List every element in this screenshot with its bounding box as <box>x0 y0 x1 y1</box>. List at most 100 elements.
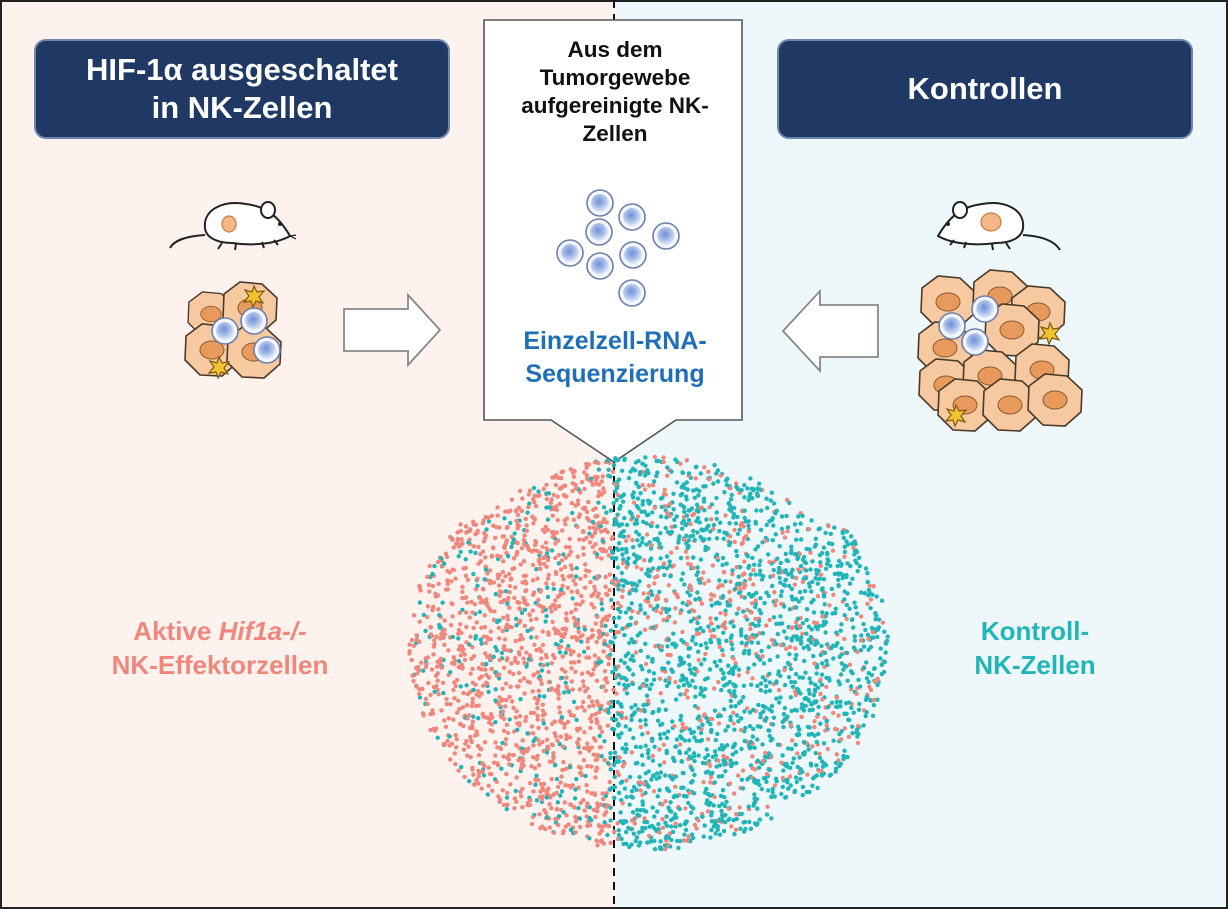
umap-point <box>530 814 536 820</box>
umap-point <box>728 485 733 491</box>
umap-point <box>460 541 465 546</box>
umap-point <box>879 671 884 677</box>
umap-point <box>856 707 862 712</box>
umap-point <box>690 634 696 640</box>
umap-point <box>661 455 666 460</box>
umap-point <box>657 788 662 793</box>
umap-point <box>593 588 598 593</box>
umap-point <box>544 496 549 502</box>
umap-point <box>559 789 565 794</box>
umap-point <box>868 687 874 693</box>
umap-point <box>763 538 768 544</box>
umap-point <box>659 545 664 550</box>
umap-point <box>563 680 568 685</box>
umap-point <box>679 526 685 531</box>
umap-point <box>585 639 590 644</box>
umap-point <box>587 694 592 700</box>
umap-point <box>692 735 697 740</box>
umap-point <box>549 609 554 614</box>
umap-point <box>562 690 567 695</box>
umap-point <box>638 788 643 793</box>
umap-point <box>814 739 819 745</box>
umap-point <box>497 593 502 598</box>
umap-point <box>830 548 836 553</box>
umap-point <box>519 546 525 551</box>
umap-point <box>694 502 700 507</box>
umap-point <box>686 561 691 566</box>
umap-point <box>512 531 517 536</box>
umap-point <box>795 751 800 756</box>
umap-point <box>738 629 744 635</box>
umap-point <box>511 752 516 758</box>
umap-point <box>695 669 700 674</box>
umap-point <box>804 607 810 612</box>
umap-point <box>599 556 604 561</box>
umap-point <box>792 552 798 557</box>
umap-point <box>616 579 621 584</box>
umap-point <box>552 603 557 608</box>
umap-point <box>717 763 723 768</box>
umap-point <box>559 558 565 563</box>
umap-point <box>507 583 513 589</box>
umap-point <box>543 619 548 624</box>
umap-point <box>497 702 502 708</box>
umap-point <box>629 717 634 723</box>
umap-point <box>758 715 763 720</box>
umap-point <box>839 622 844 627</box>
umap-point <box>767 767 772 773</box>
umap-point <box>560 654 565 659</box>
umap-point <box>723 579 728 584</box>
umap-point <box>612 750 618 755</box>
umap-point <box>603 809 609 815</box>
umap-point <box>585 645 591 651</box>
umap-point <box>739 640 744 645</box>
umap-point <box>752 662 757 667</box>
umap-point <box>850 617 855 622</box>
umap-point <box>748 572 753 577</box>
umap-point <box>817 576 823 581</box>
umap-point <box>514 623 519 628</box>
umap-point <box>663 707 668 712</box>
umap-point <box>737 587 743 592</box>
umap-point <box>614 691 619 696</box>
umap-point <box>664 814 669 819</box>
umap-point <box>680 721 685 727</box>
umap-point <box>672 724 677 729</box>
umap-point <box>495 505 500 510</box>
umap-point <box>497 657 502 663</box>
umap-point <box>472 782 477 787</box>
umap-point <box>752 777 757 782</box>
umap-point <box>594 552 600 557</box>
umap-point <box>845 678 850 683</box>
umap-point <box>822 715 827 721</box>
umap-point <box>760 675 766 680</box>
umap-point <box>591 605 597 610</box>
umap-point <box>650 659 655 664</box>
umap-point <box>689 810 694 815</box>
umap-point <box>645 751 651 756</box>
umap-point <box>613 759 619 765</box>
umap-point <box>649 682 654 687</box>
umap-point <box>685 555 690 560</box>
umap-point <box>787 500 792 506</box>
umap-point <box>705 809 711 814</box>
umap-point <box>725 476 730 481</box>
umap-point <box>785 714 790 719</box>
umap-point <box>818 563 823 569</box>
umap-point <box>654 771 660 776</box>
umap-point <box>731 710 736 716</box>
umap-point <box>656 707 662 712</box>
umap-point <box>669 469 674 474</box>
umap-point <box>773 776 779 781</box>
umap-point <box>599 623 604 629</box>
umap-point <box>727 688 732 694</box>
umap-point <box>692 537 697 543</box>
umap-point <box>519 645 524 651</box>
umap-point <box>757 572 763 577</box>
umap-point <box>612 829 617 834</box>
umap-point <box>443 724 449 729</box>
umap-point <box>814 773 819 778</box>
umap-point <box>426 680 431 686</box>
umap-point <box>721 671 726 676</box>
umap-point <box>851 710 856 715</box>
